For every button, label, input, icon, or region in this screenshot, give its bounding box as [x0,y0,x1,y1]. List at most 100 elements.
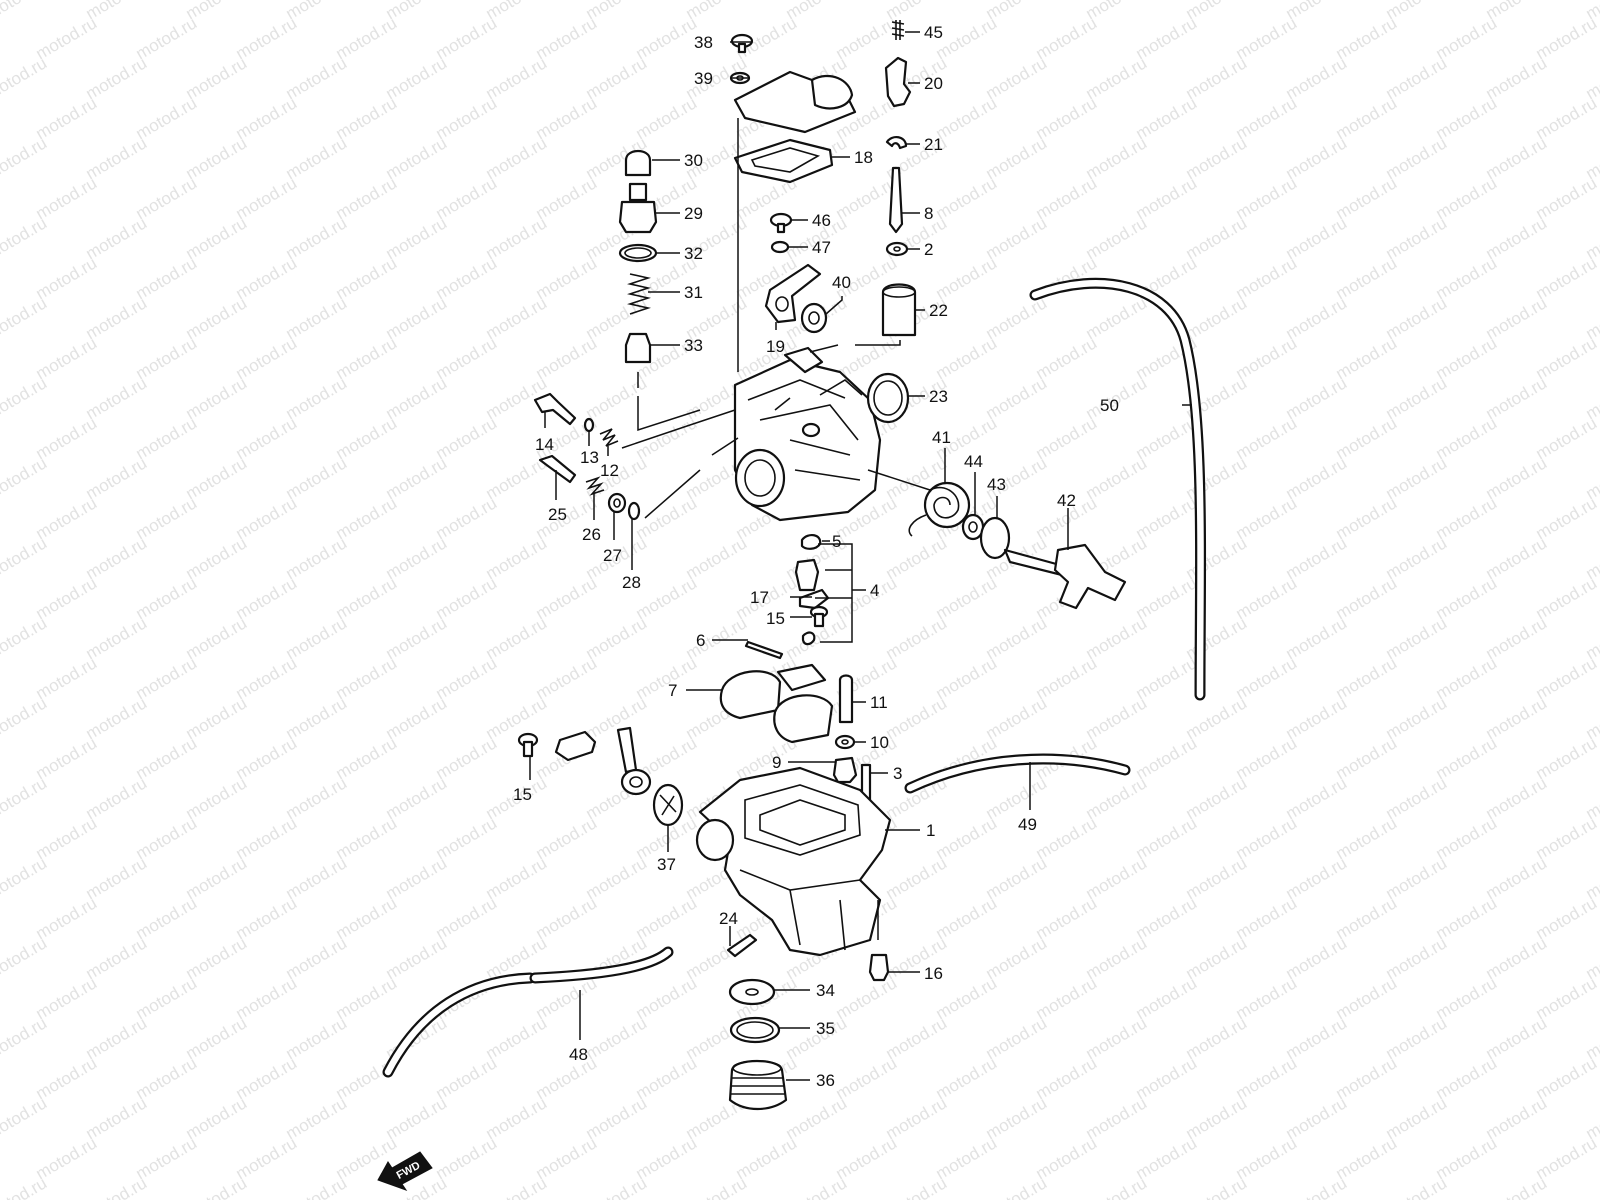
watermark-text: motod.ru [83,133,151,183]
watermark-text: motod.ru [1333,973,1401,1023]
watermark-text: motod.ru [133,493,201,543]
watermark-text: motod.ru [283,1173,351,1200]
watermark-text: motod.ru [1533,13,1600,63]
watermark-text: motod.ru [33,333,101,383]
watermark-text: motod.ru [1433,493,1501,543]
watermark-text: motod.ru [1133,93,1201,143]
part-label-35: 35 [816,1019,835,1038]
part-label-37: 37 [657,855,676,874]
watermark-text: motod.ru [1433,1053,1501,1103]
watermark-text: motod.ru [433,333,501,383]
watermark-text: motod.ru [1083,933,1151,983]
part-label-45: 45 [924,23,943,42]
watermark-text: motod.ru [1483,693,1551,743]
watermark-text: motod.ru [983,293,1051,343]
watermark-text: motod.ru [1233,973,1301,1023]
watermark-text: motod.ru [183,693,251,743]
watermark-text: motod.ru [983,1093,1051,1143]
part-label-3: 3 [893,764,902,783]
watermark-text: motod.ru [133,973,201,1023]
watermark-text: motod.ru [1333,173,1401,223]
watermark-text: motod.ru [933,1053,1001,1103]
watermark-text: motod.ru [1383,613,1451,663]
watermark-text: motod.ru [1033,893,1101,943]
watermark-text: motod.ru [233,653,301,703]
watermark-text: motod.ru [483,1013,551,1063]
watermark-text: motod.ru [1283,1173,1351,1200]
part-label-7: 7 [668,681,677,700]
watermark-text: motod.ru [883,613,951,663]
part-label-22: 22 [929,301,948,320]
clip-5 [800,534,822,550]
part-label-40: 40 [832,273,851,292]
watermark-text: motod.ru [783,1093,851,1143]
watermark-text: motod.ru [983,53,1051,103]
spring-41 [908,481,971,537]
watermark-text: motod.ru [1033,333,1101,383]
watermark-text: motod.ru [483,533,551,583]
jet-11 [838,674,854,724]
part-label-8: 8 [924,204,933,223]
watermark-text: motod.ru [1033,653,1101,703]
watermark-text: motod.ru [1433,1133,1501,1183]
carburetor-body [733,346,882,522]
watermark-text: motod.ru [0,293,50,343]
watermark-text: motod.ru [1383,1173,1451,1200]
watermark-text: motod.ru [633,1053,701,1103]
clip-21 [885,136,908,150]
watermark-text: motod.ru [33,893,101,943]
watermark-text: motod.ru [133,733,201,783]
watermark-text: motod.ru [833,1133,901,1183]
watermark-text: motod.ru [1183,693,1251,743]
watermark-text: motod.ru [233,173,301,223]
watermark-text: motod.ru [83,613,151,663]
watermark-text: motod.ru [183,1093,251,1143]
watermark-text: motod.ru [433,1133,501,1183]
watermark-text: motod.ru [533,333,601,383]
watermark-text: motod.ru [433,813,501,863]
watermark-text: motod.ru [133,813,201,863]
spring-31 [627,273,651,315]
watermark-text: motod.ru [83,1173,151,1200]
watermark-text: motod.ru [483,1093,551,1143]
part-label-15a: 15 [766,609,785,628]
part-label-6: 6 [696,631,705,650]
screw-46 [769,212,793,234]
watermark-text: motod.ru [1433,173,1501,223]
watermark-text: motod.ru [1283,373,1351,423]
watermark-text: motod.ru [0,533,50,583]
watermark-text: motod.ru [1533,573,1600,623]
watermark-text: motod.ru [183,293,251,343]
watermark-text: motod.ru [333,413,401,463]
part-label-12: 12 [600,461,619,480]
watermark-text: motod.ru [1333,493,1401,543]
watermark-text: motod.ru [983,853,1051,903]
watermark-text: motod.ru [83,373,151,423]
part-label-1: 1 [926,821,935,840]
watermark-text: motod.ru [283,613,351,663]
watermark-text: motod.ru [183,213,251,263]
part-label-25: 25 [548,505,567,524]
bracket-4-line [815,543,853,643]
plunger-33 [624,332,652,364]
watermark-text: motod.ru [1183,533,1251,583]
watermark-text: motod.ru [233,1133,301,1183]
watermark-text: motod.ru [83,533,151,583]
watermark-text: motod.ru [883,853,951,903]
part-label-34: 34 [816,981,835,1000]
watermark-text: motod.ru [933,813,1001,863]
watermark-text: motod.ru [1083,1173,1151,1200]
watermark-text: motod.ru [683,1173,751,1200]
watermark-text: motod.ru [333,813,401,863]
watermark-text: motod.ru [233,733,301,783]
watermark-text: motod.ru [883,693,951,743]
watermark-text: motod.ru [1233,333,1301,383]
watermark-text: motod.ru [1533,1053,1600,1103]
watermark-text: motod.ru [183,533,251,583]
watermark-text: motod.ru [283,373,351,423]
watermark-text: motod.ru [383,613,451,663]
plate-43 [979,516,1011,560]
watermark-text: motod.ru [1483,1093,1551,1143]
watermark-text: motod.ru [1483,373,1551,423]
